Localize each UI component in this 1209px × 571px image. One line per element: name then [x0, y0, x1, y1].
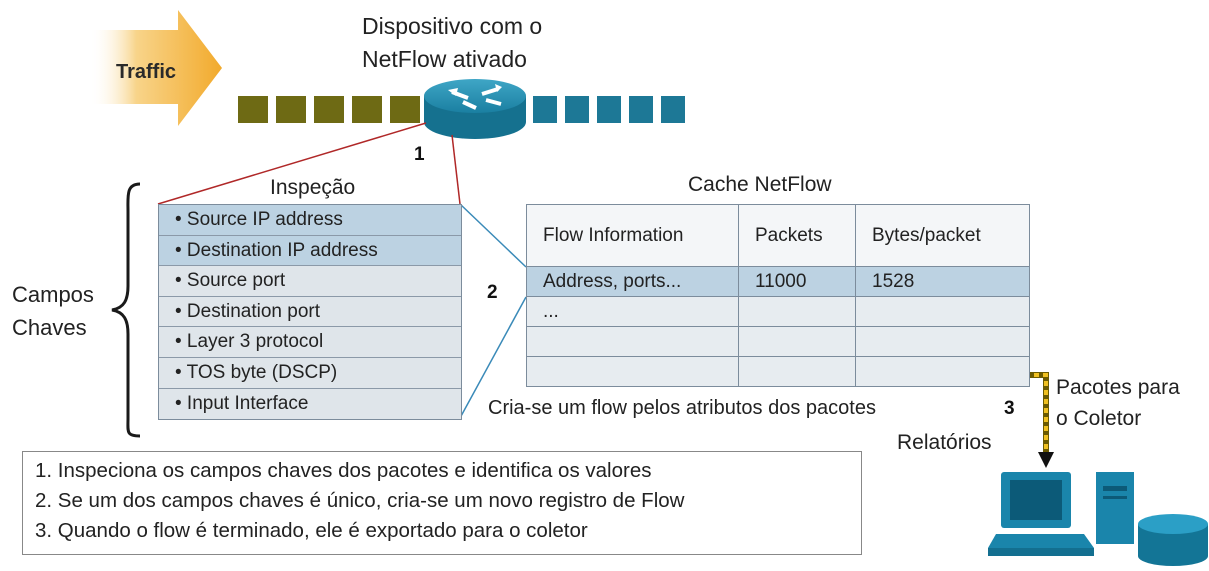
cell-packets: 11000 — [738, 266, 856, 297]
cell-bytes-per-packet — [855, 296, 1030, 327]
step-2-marker: 2 — [487, 282, 498, 303]
cell-empty — [526, 356, 739, 387]
field-source-port: • Source port — [159, 266, 461, 297]
key-fields-label: Campos Chaves — [12, 278, 94, 344]
traffic-label: Traffic — [116, 61, 176, 83]
cell-empty — [738, 326, 856, 357]
cell-packets — [738, 296, 856, 327]
step-1-marker: 1 — [414, 144, 425, 165]
packet-icon — [314, 96, 344, 123]
header-bytes-per-packet: Bytes/packet — [855, 204, 1030, 267]
netflow-cache-table: Flow Information Packets Bytes/packet Ad… — [526, 204, 1030, 387]
brace-icon — [111, 182, 141, 438]
inspection-connectors — [157, 122, 461, 205]
inspection-title: Inspeção — [270, 176, 356, 199]
outgoing-packets — [533, 96, 685, 123]
packet-icon — [565, 96, 589, 123]
packet-icon — [276, 96, 306, 123]
field-destination-port: • Destination port — [159, 297, 461, 328]
packet-icon — [352, 96, 382, 123]
header-packets: Packets — [738, 204, 856, 267]
cell-flow-information: Address, ports... — [526, 266, 739, 297]
packet-icon — [390, 96, 420, 123]
cell-empty — [855, 356, 1030, 387]
cell-bytes-per-packet: 1528 — [855, 266, 1030, 297]
router-title-line1: Dispositivo com o — [362, 13, 543, 39]
cache-row: ... — [526, 296, 1030, 327]
key-fields-label-line1: Campos — [12, 282, 94, 307]
cell-empty — [738, 356, 856, 387]
cell-empty — [526, 326, 739, 357]
packet-icon — [533, 96, 557, 123]
step-description-3: 3. Quando o flow é terminado, ele é expo… — [35, 519, 588, 542]
key-fields-label-line2: Chaves — [12, 315, 87, 340]
router-title-line2: NetFlow ativado — [362, 46, 527, 72]
traffic-arrow: Traffic — [90, 10, 222, 126]
export-label: Pacotes para o Coletor — [1056, 372, 1180, 434]
steps-legend: 1. Inspeciona os campos chaves dos pacot… — [22, 451, 862, 555]
packet-icon — [238, 96, 268, 123]
router-icon — [424, 79, 526, 139]
export-label-line2: o Coletor — [1056, 407, 1142, 430]
field-source-ip: • Source IP address — [159, 205, 461, 236]
cache-row — [526, 326, 1030, 357]
packet-icon — [661, 96, 685, 123]
cell-empty — [855, 326, 1030, 357]
export-label-line1: Pacotes para — [1056, 376, 1180, 399]
step-3-marker: 3 — [1004, 398, 1015, 419]
router-title: Dispositivo com o NetFlow ativado — [362, 10, 542, 76]
header-flow-information: Flow Information — [526, 204, 739, 267]
inspection-fields-list: • Source IP address • Destination IP add… — [158, 204, 462, 421]
collector-workstation-icon — [988, 472, 1208, 566]
cache-row: Address, ports... 11000 1528 — [526, 266, 1030, 297]
reports-label: Relatórios — [897, 431, 992, 454]
step-description-2: 2. Se um dos campos chaves é único, cria… — [35, 489, 685, 512]
field-layer3-protocol: • Layer 3 protocol — [159, 327, 461, 358]
packet-icon — [629, 96, 653, 123]
cell-flow-information: ... — [526, 296, 739, 327]
step-description-1: 1. Inspeciona os campos chaves dos pacot… — [35, 459, 652, 482]
packet-icon — [597, 96, 621, 123]
cache-title: Cache NetFlow — [688, 173, 832, 196]
down-arrow-icon — [1038, 452, 1054, 468]
field-destination-ip: • Destination IP address — [159, 235, 461, 267]
flow-caption: Cria-se um flow pelos atributos dos paco… — [488, 397, 876, 419]
cache-row — [526, 356, 1030, 387]
cache-header-row: Flow Information Packets Bytes/packet — [526, 204, 1030, 267]
incoming-packets — [238, 96, 420, 123]
cache-connectors — [459, 203, 527, 419]
field-input-interface: • Input Interface — [175, 392, 309, 414]
field-tos-byte: • TOS byte (DSCP) — [159, 358, 461, 389]
